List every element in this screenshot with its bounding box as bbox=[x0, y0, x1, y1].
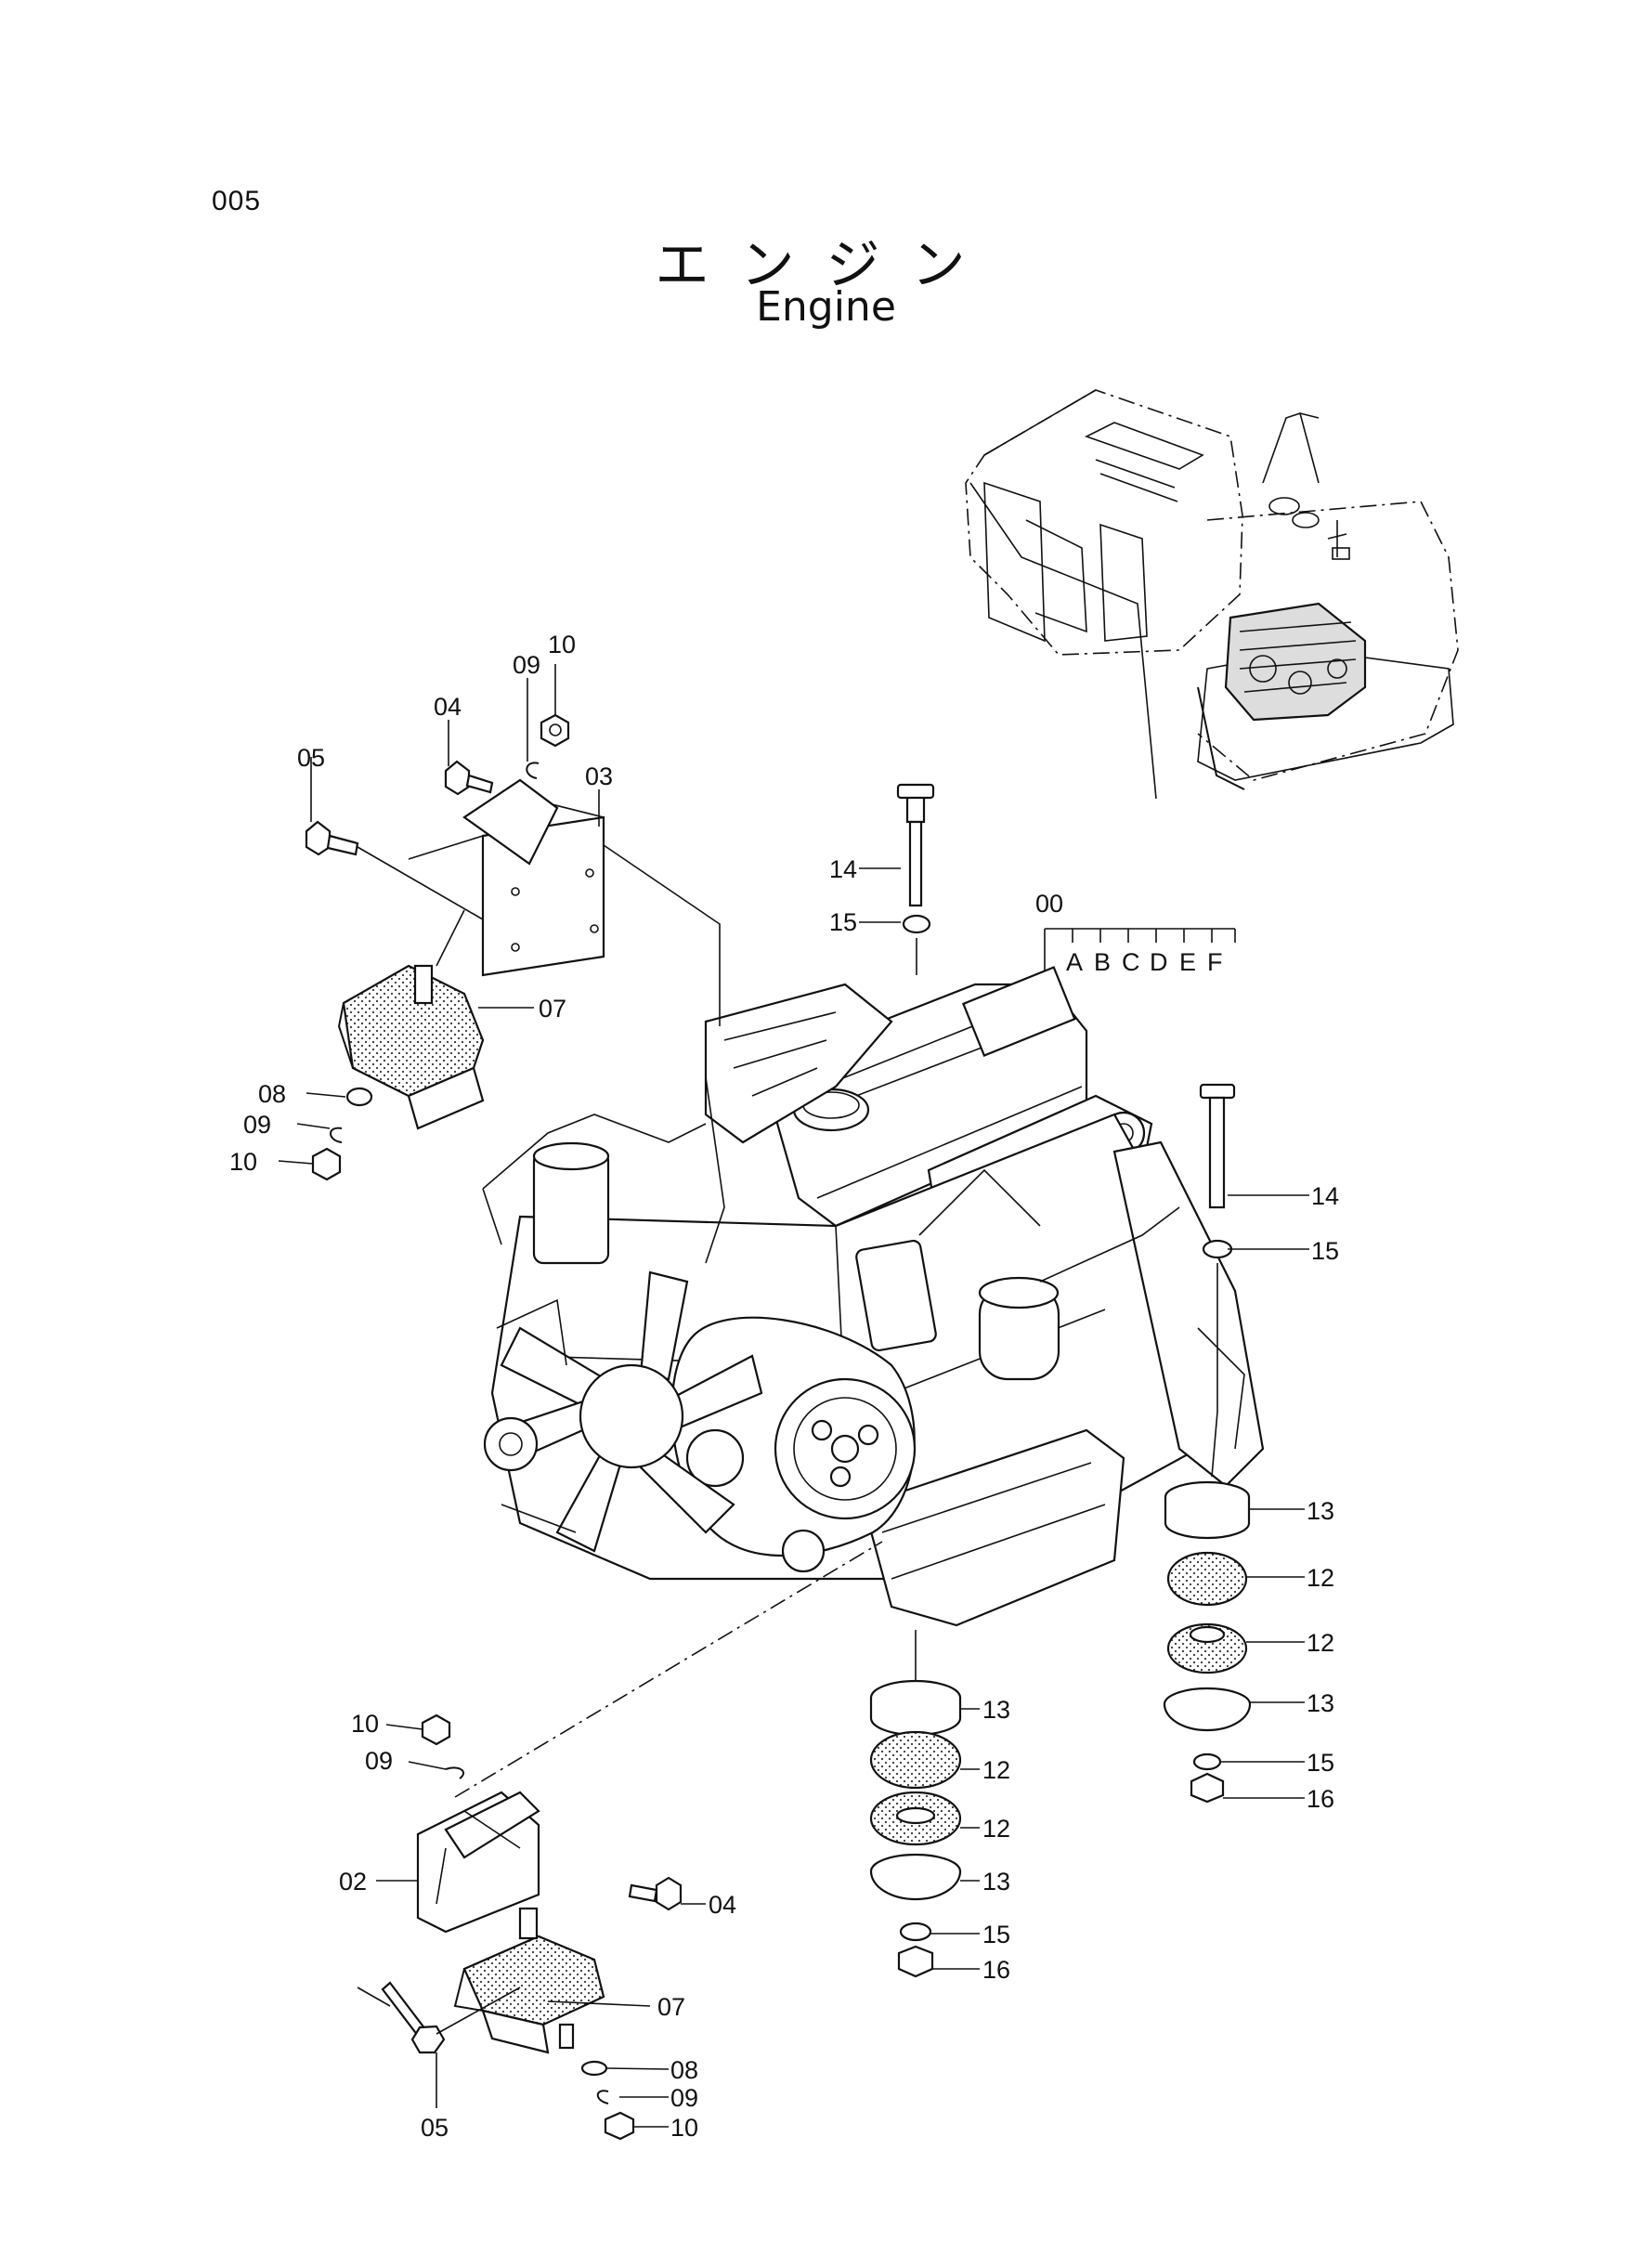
callout-12-center-1: 12 bbox=[982, 1756, 1010, 1784]
callout-15-center-top: 15 bbox=[829, 908, 857, 936]
callout-09-left: 09 bbox=[243, 1111, 271, 1139]
callout-07-top: 07 bbox=[539, 995, 566, 1023]
variant-e: E bbox=[1179, 948, 1196, 976]
cooling-fan bbox=[500, 1270, 763, 1553]
callout-09-top: 09 bbox=[513, 651, 540, 679]
callout-13-center-2: 13 bbox=[982, 1868, 1010, 1896]
variant-f: F bbox=[1207, 948, 1223, 976]
callout-04-bottom: 04 bbox=[709, 1891, 736, 1919]
callout-16-center: 16 bbox=[982, 1956, 1010, 1984]
excavator-location-illustration bbox=[965, 389, 1459, 800]
callout-12-center-2: 12 bbox=[982, 1815, 1010, 1843]
callout-12-right-1: 12 bbox=[1307, 1564, 1334, 1592]
engine-assembly bbox=[482, 966, 1265, 1627]
callout-00: 00 bbox=[1035, 890, 1063, 918]
title-japanese: エンジン bbox=[655, 233, 997, 296]
title-english: Engine bbox=[756, 283, 896, 331]
center-mount-stack bbox=[869, 783, 962, 1978]
upper-left-mount bbox=[305, 713, 721, 1181]
variant-a: A bbox=[1066, 948, 1083, 976]
callout-08-bottom: 08 bbox=[670, 2056, 698, 2084]
leader-lines bbox=[278, 664, 1309, 2128]
callout-16-right: 16 bbox=[1307, 1785, 1334, 1813]
callout-02: 02 bbox=[339, 1868, 367, 1896]
callout-15-right-top: 15 bbox=[1311, 1237, 1339, 1265]
callout-07-bottom: 07 bbox=[657, 1993, 685, 2021]
callout-10-bottom: 10 bbox=[670, 2114, 698, 2142]
callout-09-bottom: 09 bbox=[670, 2084, 698, 2112]
callout-12-right-2: 12 bbox=[1307, 1629, 1334, 1657]
callout-15-center-bottom: 15 bbox=[982, 1921, 1010, 1948]
callout-14-right: 14 bbox=[1311, 1182, 1339, 1210]
variant-b: B bbox=[1094, 948, 1111, 976]
callout-13-right-2: 13 bbox=[1307, 1689, 1334, 1717]
callout-03: 03 bbox=[585, 762, 613, 790]
callout-10-lower-left: 10 bbox=[351, 1710, 379, 1738]
callout-13-center-1: 13 bbox=[982, 1696, 1010, 1724]
lower-left-mount bbox=[357, 1541, 883, 2141]
callout-10-left: 10 bbox=[229, 1148, 257, 1176]
callout-08-left: 08 bbox=[258, 1080, 286, 1108]
callout-13-right-1: 13 bbox=[1307, 1497, 1334, 1525]
right-mount-stack bbox=[1163, 1083, 1252, 1804]
callout-labels: 00 A B C D E F 14 15 14 15 13 12 12 13 1… bbox=[229, 631, 1339, 2142]
callout-04-top: 04 bbox=[434, 693, 462, 721]
callout-14-center: 14 bbox=[829, 855, 857, 883]
callout-09-lower-left: 09 bbox=[365, 1747, 393, 1775]
page-number: 005 bbox=[212, 186, 262, 216]
callout-05-top: 05 bbox=[297, 744, 325, 772]
variant-d: D bbox=[1150, 948, 1168, 976]
callout-05-bottom: 05 bbox=[421, 2114, 449, 2142]
callout-15-right-bottom: 15 bbox=[1307, 1749, 1334, 1777]
variant-c: C bbox=[1122, 948, 1140, 976]
variant-labels: A B C D E F bbox=[1066, 948, 1223, 976]
callout-10-top: 10 bbox=[548, 631, 576, 658]
